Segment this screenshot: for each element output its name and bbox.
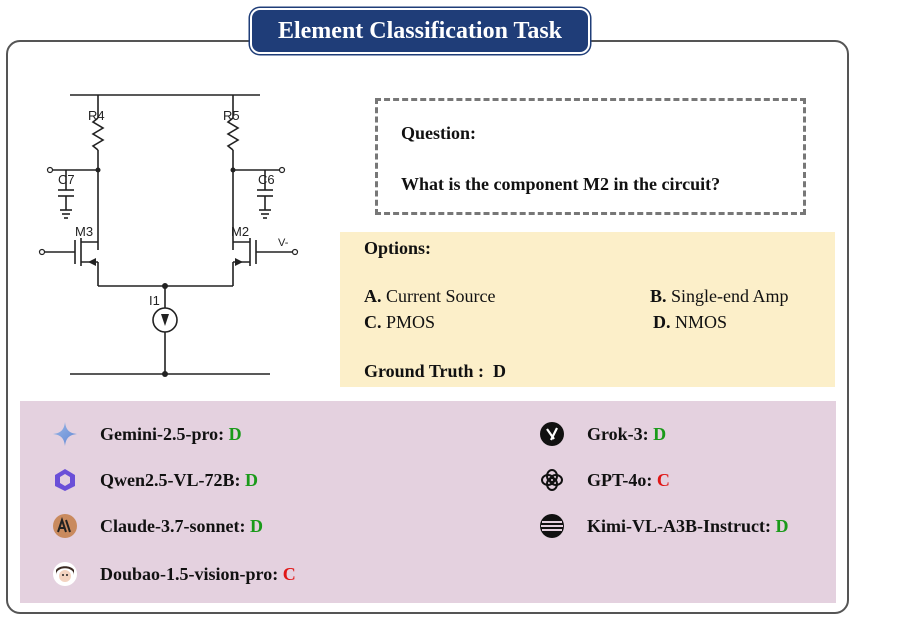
model-name: Claude-3.7-sonnet:	[100, 515, 246, 536]
model-row-gpt: GPT-4o: C	[539, 467, 670, 493]
model-row-gemini: Gemini-2.5-pro: D	[52, 421, 242, 447]
option-c-letter: C.	[364, 312, 382, 332]
options-title: Options:	[364, 238, 432, 258]
model-name: Grok-3:	[587, 423, 649, 444]
model-answer: D	[775, 515, 789, 536]
option-d-letter: D.	[653, 312, 671, 332]
model-row-claude: Claude-3.7-sonnet: D	[52, 513, 263, 539]
model-answer: D	[250, 515, 264, 536]
model-name: Gemini-2.5-pro:	[100, 423, 225, 444]
option-d: D. NMOS	[653, 312, 727, 333]
option-c-text: PMOS	[386, 312, 436, 332]
model-row-qwen: Qwen2.5-VL-72B: D	[52, 467, 258, 493]
qwen-icon	[52, 467, 78, 493]
ground-truth: Ground Truth : D	[364, 361, 506, 382]
model-row-kimi: Kimi-VL-A3B-Instruct: D	[539, 513, 788, 539]
option-b-text: Single-end Amp	[671, 286, 789, 306]
model-name: GPT-4o:	[587, 469, 653, 490]
model-row-doubao: Doubao-1.5-vision-pro: C	[52, 561, 296, 587]
label-m2: M2	[231, 224, 249, 239]
model-name: Kimi-VL-A3B-Instruct:	[587, 515, 771, 536]
grok-icon	[539, 421, 565, 447]
resistor-r4	[91, 117, 105, 151]
model-answers-panel: Gemini-2.5-pro: D Qwen2.5-VL-72B: D Clau…	[20, 401, 836, 603]
label-m3: M3	[75, 224, 93, 239]
model-answer: D	[245, 469, 258, 490]
option-d-text: NMOS	[675, 312, 728, 332]
options-panel: Options: A. Current Source B. Single-end…	[340, 232, 835, 387]
option-a: A. Current Source	[364, 286, 495, 307]
task-title: Element Classification Task	[250, 8, 590, 54]
label-r4: R4	[88, 108, 105, 123]
option-a-letter: A.	[364, 286, 382, 306]
model-answer: D	[653, 423, 667, 444]
label-vminus: V-	[278, 237, 289, 249]
label-i1: I1	[149, 293, 160, 308]
model-answer: D	[228, 423, 242, 444]
label-c6: C6	[258, 172, 275, 187]
ground-truth-value: D	[493, 361, 507, 381]
model-answer: C	[282, 563, 296, 584]
question-box: Question: What is the component M2 in th…	[375, 98, 806, 215]
kimi-icon	[539, 513, 565, 539]
question-label: Question:	[401, 123, 477, 143]
resistor-r5	[226, 117, 240, 151]
ground-truth-label: Ground Truth :	[364, 361, 485, 381]
model-name: Doubao-1.5-vision-pro:	[100, 563, 279, 584]
doubao-icon	[52, 561, 78, 587]
claude-icon	[52, 513, 78, 539]
openai-icon	[539, 467, 565, 493]
model-name: Qwen2.5-VL-72B:	[100, 469, 241, 490]
model-answer: C	[656, 469, 670, 490]
question-text: What is the component M2 in the circuit?	[401, 174, 721, 194]
option-a-text: Current Source	[386, 286, 496, 306]
model-row-grok: Grok-3: D	[539, 421, 666, 447]
option-b-letter: B.	[650, 286, 667, 306]
gemini-icon	[52, 421, 78, 447]
option-c: C. PMOS	[364, 312, 435, 333]
label-r5: R5	[223, 108, 240, 123]
circuit-diagram: R4 R5 C7 C6 M3 M2 I1 V-	[38, 94, 299, 377]
option-b: B. Single-end Amp	[650, 286, 789, 307]
label-c7: C7	[58, 172, 75, 187]
